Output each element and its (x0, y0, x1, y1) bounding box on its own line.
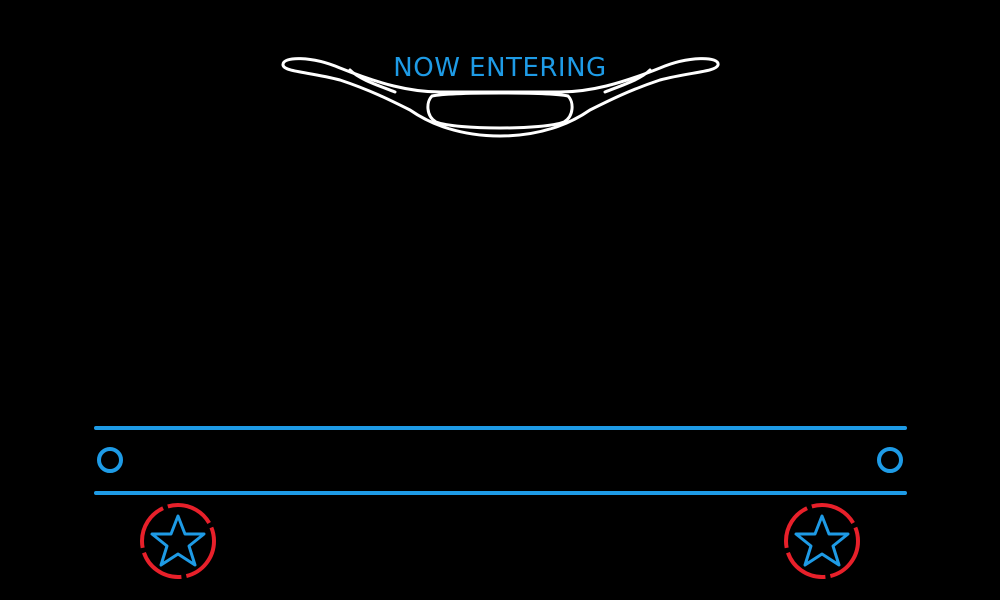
sign-heading: NOW ENTERING (393, 53, 606, 83)
right-star-icon (794, 514, 850, 567)
left-star-emblem (140, 503, 216, 579)
right-ring-icon (877, 447, 903, 473)
right-red-circle-icon (784, 503, 860, 579)
left-red-circle-icon (140, 503, 216, 579)
left-star-icon (150, 514, 206, 567)
right-star-emblem (784, 503, 860, 579)
longhorn-horns-icon (281, 57, 720, 138)
left-ring-icon (97, 447, 123, 473)
